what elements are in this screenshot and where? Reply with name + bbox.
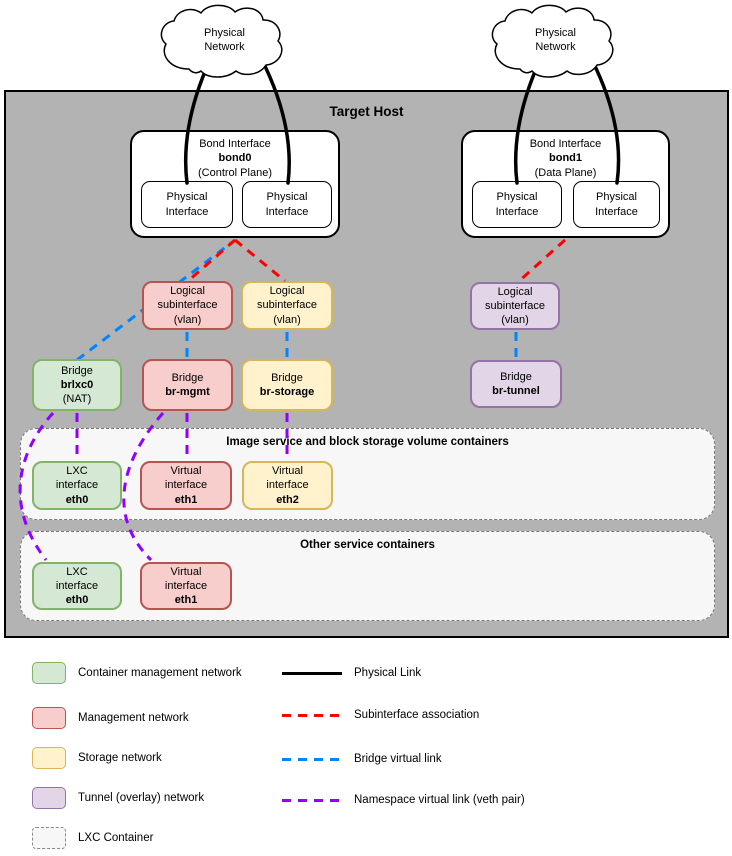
bridge-br-tunnel-name: br-tunnel — [492, 385, 540, 397]
band1-eth0-kind: LXC interface — [55, 465, 99, 492]
legend-label-container-mgmt: Container management network — [78, 666, 242, 679]
band2-eth1-name: eth1 — [174, 594, 198, 607]
target-host-title: Target Host — [329, 104, 404, 119]
legend-label-storage: Storage network — [78, 751, 162, 764]
legend-swatch-green — [32, 662, 66, 684]
band1-virtual-interface-eth2: Virtual interface eth2 — [242, 461, 333, 510]
subinterface-storage: Logical subinterface (vlan) — [241, 281, 333, 330]
legend-item-subinterface-assoc: Subinterface association — [282, 709, 594, 721]
legend-item-lxc-container: LXC Container — [32, 827, 268, 849]
band2-eth1-kind: Virtual interface — [164, 565, 208, 592]
legend-item-namespace-virtual-link: Namespace virtual link (veth pair) — [282, 794, 594, 806]
legend-line-solid — [282, 671, 342, 675]
subinterface-storage-label: Logical subinterface (vlan) — [257, 285, 317, 326]
bond0-physical-interface-2: Physical Interface — [242, 181, 332, 228]
subinterface-mgmt-label: Logical subinterface (vlan) — [157, 285, 218, 326]
bond1-name: bond1 — [549, 152, 582, 165]
container-band-image-storage: Image service and block storage volume c… — [20, 428, 715, 520]
band1-eth2-name: eth2 — [276, 493, 299, 506]
band1-eth1-name: eth1 — [174, 493, 198, 506]
bridge-brlxc0-extra: (NAT) — [62, 393, 92, 406]
bond1-if2-label: Physical Interface — [595, 191, 638, 218]
bond1-physical-interface-2: Physical Interface — [573, 181, 660, 228]
legend-item-container-mgmt: Container management network — [32, 662, 268, 684]
band1-eth1-kind: Virtual interface — [164, 465, 208, 492]
subinterface-tunnel: Logical subinterface (vlan) — [470, 282, 560, 330]
band2-title: Other service containers — [300, 539, 435, 551]
bond1-physical-interface-1: Physical Interface — [472, 181, 562, 228]
band1-virtual-interface-eth1: Virtual interface eth1 — [140, 461, 232, 510]
band1-eth0-name: eth0 — [65, 493, 89, 506]
band1-title: Image service and block storage volume c… — [226, 436, 509, 448]
bond1-kind: Bond Interface — [529, 138, 602, 150]
band2-lxc-interface-eth0: LXC interface eth0 — [32, 562, 122, 610]
bond0-physical-interface-1: Physical Interface — [141, 181, 233, 228]
cloud-left-label: Physical Network — [204, 27, 245, 54]
legend-label-bridge-virtual-link: Bridge virtual link — [354, 752, 442, 765]
legend-swatch-purple — [32, 787, 66, 809]
bridge-br-storage-kind: Bridge — [271, 371, 303, 384]
band2-eth0-name: eth0 — [65, 594, 89, 607]
band1-lxc-interface-eth0: LXC interface eth0 — [32, 461, 122, 510]
bond0-plane: (Control Plane) — [198, 166, 272, 179]
bond0-if1-label: Physical Interface — [165, 191, 209, 218]
cloud-right-label: Physical Network — [535, 27, 576, 54]
container-band-other-services: Other service containers — [20, 531, 715, 621]
legend-swatch-lxc — [32, 827, 66, 849]
legend-label-namespace-virtual-link: Namespace virtual link (veth pair) — [354, 793, 525, 806]
legend-swatch-yellow — [32, 747, 66, 769]
legend-item-mgmt: Management network — [32, 707, 268, 729]
subinterface-tunnel-label: Logical subinterface (vlan) — [485, 285, 545, 327]
legend-label-physical-link: Physical Link — [354, 666, 422, 679]
legend-item-bridge-virtual-link: Bridge virtual link — [282, 753, 594, 765]
bond0-if2-label: Physical Interface — [265, 191, 309, 218]
bridge-brlxc0-kind: Bridge — [61, 364, 93, 377]
band2-eth0-kind: LXC interface — [55, 565, 99, 592]
legend-item-physical-link: Physical Link — [282, 667, 594, 679]
legend-label-subinterface-assoc: Subinterface association — [354, 708, 480, 721]
bridge-br-mgmt: Bridge br-mgmt — [142, 359, 233, 411]
band2-virtual-interface-eth1: Virtual interface eth1 — [140, 562, 232, 610]
legend-item-storage: Storage network — [32, 747, 268, 769]
legend-line-blue-dashed — [282, 757, 342, 761]
bridge-br-tunnel: Bridge br-tunnel — [470, 360, 562, 408]
bond1-if1-label: Physical Interface — [495, 191, 539, 218]
bond1-plane: (Data Plane) — [534, 166, 597, 179]
legend-label-mgmt: Management network — [78, 711, 189, 724]
bridge-brlxc0-name: brlxc0 — [60, 378, 94, 391]
bridge-br-storage-name: br-storage — [259, 386, 315, 398]
bridge-br-storage: Bridge br-storage — [241, 359, 333, 411]
bridge-br-mgmt-kind: Bridge — [171, 371, 204, 384]
legend-label-tunnel: Tunnel (overlay) network — [78, 791, 205, 804]
bond0-name: bond0 — [218, 152, 252, 165]
bridge-brlxc0: Bridge brlxc0 (NAT) — [32, 359, 122, 411]
legend-swatch-red — [32, 707, 66, 729]
legend-line-red-dashed — [282, 713, 342, 717]
band1-eth2-kind: Virtual interface — [266, 465, 309, 492]
bridge-br-tunnel-kind: Bridge — [500, 370, 532, 383]
legend-item-tunnel: Tunnel (overlay) network — [32, 787, 268, 809]
bond0-kind: Bond Interface — [199, 138, 271, 150]
subinterface-mgmt: Logical subinterface (vlan) — [142, 281, 233, 330]
legend-label-lxc: LXC Container — [78, 831, 154, 844]
legend-line-purple-dashed — [282, 798, 342, 802]
bridge-br-mgmt-name: br-mgmt — [165, 386, 210, 398]
